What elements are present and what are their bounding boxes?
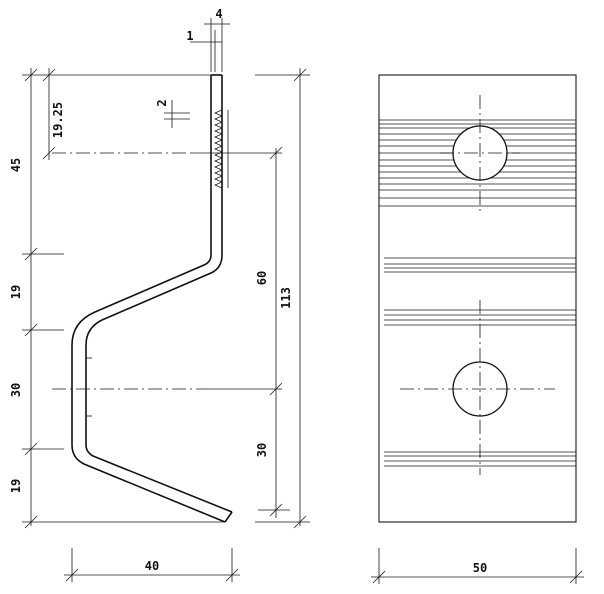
dim-tick — [24, 515, 38, 529]
dim-label-30: 30 — [9, 383, 23, 397]
dim-tick — [293, 68, 307, 82]
dim-label-lower-30: 30 — [255, 443, 269, 457]
dim-tick — [42, 146, 56, 160]
dim-tick — [65, 568, 79, 582]
dim-label-113: 113 — [279, 287, 293, 309]
dim-label-50: 50 — [473, 561, 487, 575]
dim-tick — [24, 68, 38, 82]
front-view: 50 — [371, 74, 584, 584]
dim-label-tab-offset: 1 — [186, 29, 193, 43]
front-view-outline — [378, 74, 577, 523]
dim-label-pitch: 2 — [155, 99, 169, 106]
dim-label-19-top: 19 — [9, 285, 23, 299]
dim-label-tab-width: 4 — [215, 7, 222, 21]
dim-label-19-bottom: 19 — [9, 479, 23, 493]
dim-tick — [372, 570, 386, 584]
dim-label-40: 40 — [145, 559, 159, 573]
dim-label-19-25: 19.25 — [51, 102, 65, 138]
dim-tick — [42, 68, 56, 82]
dim-label-60: 60 — [255, 271, 269, 285]
dim-tick — [24, 323, 38, 337]
dim-tick — [269, 146, 283, 160]
dim-tick — [225, 568, 239, 582]
dim-tick — [24, 442, 38, 456]
bracket-profile-outer — [71, 75, 226, 523]
upper-bend-lines — [384, 257, 576, 273]
dim-tick — [569, 570, 583, 584]
bracket-bottom-end — [224, 511, 233, 523]
side-view: 45 19 30 19 19.25 2 4 1 60 30 — [9, 7, 310, 582]
bracket-profile-inner — [85, 75, 233, 513]
dim-tick — [293, 515, 307, 529]
dim-tick — [24, 247, 38, 261]
dim-label-45: 45 — [9, 158, 23, 172]
serration-teeth — [213, 109, 224, 189]
